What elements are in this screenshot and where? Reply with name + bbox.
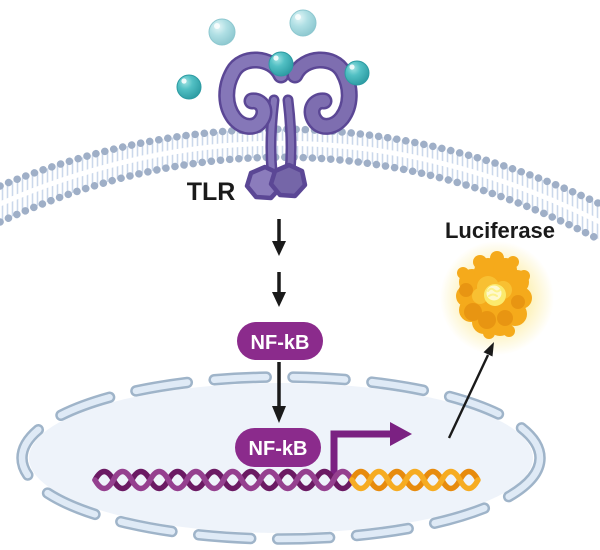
receptor-tir-domains (244, 162, 308, 201)
luciferase-label: Luciferase (445, 218, 555, 243)
bilayer-mid-gap (0, 140, 600, 225)
ligand-particles (176, 9, 370, 100)
nfkb-badge-nuclear-label: NF-kB (249, 438, 308, 460)
lipid-heads-outer (0, 125, 600, 208)
signal-arrow-2 (272, 272, 286, 307)
tlr-receptor-icon (218, 51, 358, 201)
ligand-particle-dark-icon (176, 74, 202, 100)
dna-helix (92, 468, 481, 492)
nuclear-envelope-dashes-fill (18, 373, 544, 543)
luciferase-protein-icon (440, 241, 554, 355)
ligand-particle-light-icon (208, 18, 236, 46)
ligand-particle-dark-icon (268, 51, 294, 77)
cell-membrane (0, 125, 600, 244)
nfkb-badge-label: NF-kB (251, 332, 310, 354)
ligand-particle-dark-icon (344, 60, 370, 86)
expression-arrow (447, 342, 494, 439)
transcription-start-arrow (330, 422, 412, 476)
signal-arrow-3-nuclear-import (272, 362, 286, 423)
ligand-particle-light-icon (289, 9, 317, 37)
dna-promoter-purple (92, 468, 355, 492)
tlr-label: TLR (187, 178, 236, 206)
receptor-ectodomains (218, 51, 358, 135)
signal-arrow-1 (272, 219, 286, 256)
dna-reporter-gene-orange (349, 468, 481, 492)
nfkb-badge-cytoplasm: NF-kB (237, 322, 323, 360)
lipid-heads-inner (0, 153, 600, 244)
nfkb-badge-nucleus: NF-kB (235, 428, 321, 467)
